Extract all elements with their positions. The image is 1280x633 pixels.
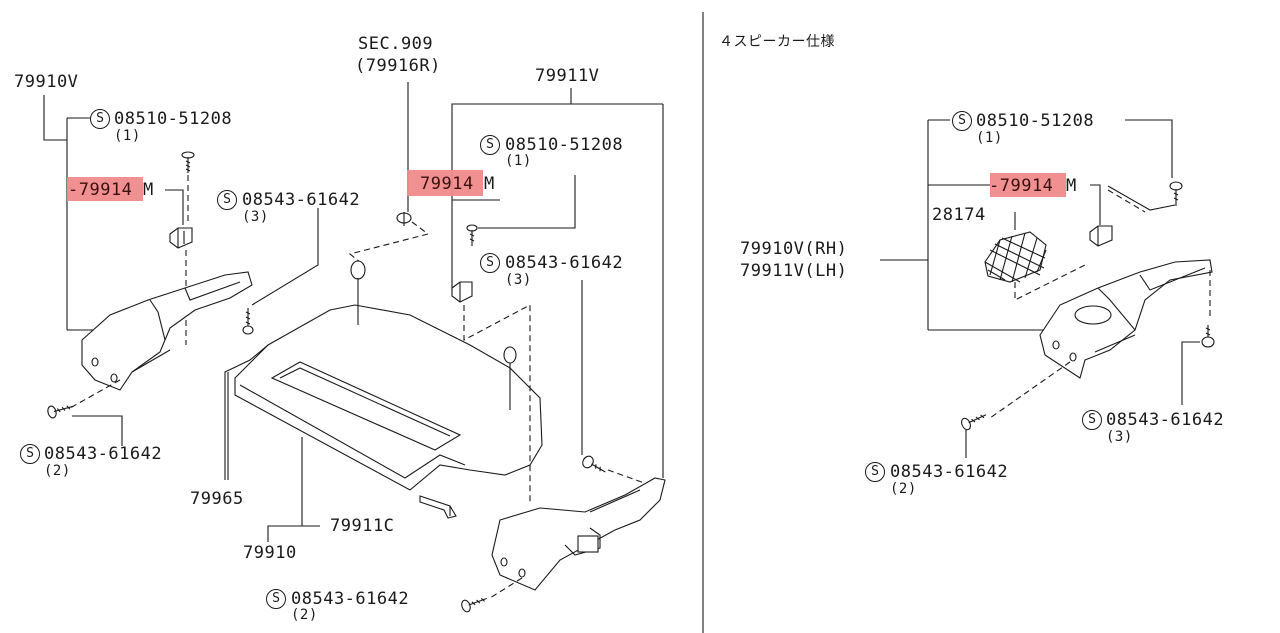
screw-icon [461,597,487,613]
clip-icon [169,227,193,249]
highlight-79914m-right [990,173,1066,197]
leader-79910v [43,95,67,141]
label-79914m-left: -79914 [68,180,133,200]
label-08510-51208-b-qty: (1) [505,153,532,169]
s-standard-part-icon: S [90,109,110,129]
s-standard-part-icon: S [217,190,237,210]
s-standard-part-icon: S [266,589,286,609]
screw-icon [582,455,606,473]
leader-79910 [267,437,303,542]
label-08543-61642-d-qty: (2) [291,607,318,623]
label-08510-51208-a-qty: (1) [114,128,141,144]
screw-icon [47,405,74,419]
label-r-79914m-suffix: M [1066,176,1077,196]
label-08543-61642-b: 08543-61642 [505,253,624,273]
clip-icon [419,495,457,519]
label-08543-61642-c-qty: (2) [44,463,71,479]
clip-icon [451,281,473,303]
label-r-28174: 28174 [932,205,986,225]
label-r-79914m: -79914 [989,176,1054,196]
highlight-79914m-center [407,170,483,196]
label-08543-61642-a: 08543-61642 [242,190,361,210]
label-08510-51208-a: 08510-51208 [114,109,233,129]
screw-icon [466,224,478,246]
label-79916r: (79916R) [355,56,441,76]
label-r-08510-51208: 08510-51208 [976,111,1095,131]
label-r-08543-61642-a: 08543-61642 [1106,410,1225,430]
label-79914m-left-suffix: M [143,180,154,200]
label-r-79911v-lh: 79911V(LH) [740,261,848,281]
label-r-08543-61642-b: 08543-61642 [890,462,1009,482]
label-79914m-center: 79914 [420,174,474,194]
highlight-79914m-left [67,177,143,201]
section-title-4-speaker: ４スピーカー仕様 [719,34,835,50]
label-79965: 79965 [190,489,244,509]
label-r-08543-61642-a-qty: (3) [1106,429,1133,445]
s-standard-part-icon: S [480,253,500,273]
clip-icon [396,212,412,226]
label-79911v: 79911V [535,66,600,86]
label-79910: 79910 [243,543,297,563]
label-79910v: 79910V [14,72,79,92]
s-standard-part-icon: S [1082,410,1102,430]
leader-79911v [451,88,572,290]
screw-icon [1201,325,1215,348]
screw-icon [961,414,987,431]
label-08543-61642-d: 08543-61642 [291,589,410,609]
label-r-08510-51208-qty: (1) [976,130,1003,146]
label-sec-909: SEC.909 [358,34,434,54]
s-standard-part-icon: S [865,462,885,482]
screw-icon [1169,181,1183,206]
s-standard-part-icon: S [952,111,972,131]
s-standard-part-icon: S [480,135,500,155]
clip-icon [1089,225,1113,247]
label-08543-61642-b-qty: (3) [505,272,532,288]
label-08543-61642-c: 08543-61642 [44,444,163,464]
label-08543-61642-a-qty: (3) [242,209,269,225]
label-08510-51208-b: 08510-51208 [505,135,624,155]
side-trim-79910v [81,271,253,391]
label-79914m-center-suffix: M [484,174,495,194]
screw-icon [242,308,254,335]
label-r-08543-61642-b-qty: (2) [890,481,917,497]
speaker-grille-icon [984,231,1047,283]
label-r-79910v-rh: 79910V(RH) [740,239,848,259]
screw-icon [181,151,195,173]
parcel-shelf-79910 [234,304,543,491]
side-trim-79911v [491,477,666,591]
s-standard-part-icon: S [20,444,40,464]
label-79911c: 79911C [330,516,395,536]
